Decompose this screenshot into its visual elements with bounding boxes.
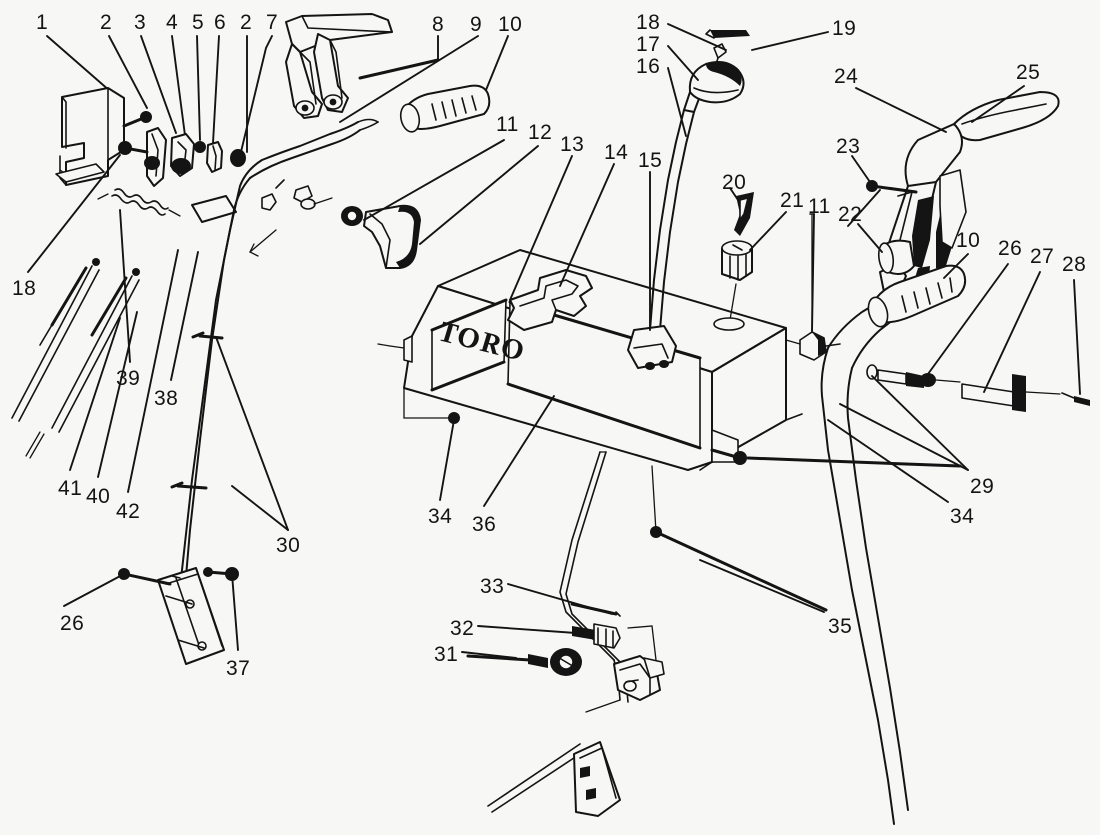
callout-41: 41 [58, 477, 83, 500]
callout-40: 40 [86, 485, 111, 508]
callout-10b: 10 [956, 229, 981, 252]
callout-42: 42 [116, 500, 141, 523]
callout-30: 30 [276, 534, 301, 557]
callout-2b: 2 [240, 11, 253, 34]
left-tube-fasteners [249, 179, 363, 257]
callout-17: 17 [636, 33, 661, 56]
part-4-latch [170, 133, 195, 177]
part-24-25-lever-assembly [879, 91, 1060, 298]
callout-12: 12 [528, 121, 553, 144]
part-21-bushing [721, 240, 753, 281]
part-22-sleeve [877, 239, 915, 275]
callout-24: 24 [834, 65, 859, 88]
callout-23: 23 [836, 135, 861, 158]
callout-7: 7 [266, 11, 279, 34]
callout-19: 19 [832, 17, 857, 40]
callout-25: 25 [1016, 61, 1041, 84]
callout-3: 3 [134, 11, 147, 34]
lower-tube-plate [573, 741, 621, 817]
callout-38: 38 [154, 387, 179, 410]
part-20-clip [734, 192, 754, 236]
callout-20: 20 [722, 171, 747, 194]
callout-11b: 11 [808, 195, 831, 218]
callout-34: 34 [428, 505, 453, 528]
callout-1: 1 [36, 11, 49, 34]
leader-lines-left-lower [27, 154, 289, 651]
callout-33: 33 [480, 575, 505, 598]
callout-36: 36 [472, 513, 497, 536]
part-10-left-grip [399, 84, 491, 133]
part-12-trigger-handle [363, 204, 421, 269]
right-fasteners [866, 364, 1090, 412]
callout-15: 15 [638, 149, 663, 172]
part-10-right-grip [867, 264, 967, 328]
callout-35: 35 [828, 615, 853, 638]
callout-18: 18 [636, 11, 661, 34]
callout-6: 6 [214, 11, 227, 34]
callout-10: 10 [498, 13, 523, 36]
callout-29: 29 [970, 475, 995, 498]
part-6-bracket [206, 141, 223, 173]
part-38-plate [191, 195, 237, 223]
callout-21: 21 [780, 189, 805, 212]
part-1-cover-plate [55, 87, 125, 186]
part-14-shift-gate [507, 269, 593, 331]
callout-27: 27 [1030, 245, 1055, 268]
lower-tube-bracket [585, 655, 665, 713]
callout-14: 14 [604, 141, 629, 164]
leader-lines-top-left [46, 35, 273, 157]
callout-5: 5 [192, 11, 205, 34]
part-9-upper-bar [285, 13, 393, 119]
callout-18b: 18 [12, 277, 37, 300]
tube-rings [170, 331, 224, 490]
callout-26b: 26 [60, 612, 85, 635]
callout-31: 31 [434, 643, 459, 666]
callout-9: 9 [470, 13, 483, 36]
callout-28: 28 [1062, 253, 1087, 276]
callout-8: 8 [432, 13, 445, 36]
callout-26: 26 [998, 237, 1023, 260]
part-31-pin [466, 648, 582, 676]
callout-2: 2 [100, 11, 113, 34]
callout-34b: 34 [950, 505, 975, 528]
callout-11: 11 [496, 113, 519, 136]
callout-16: 16 [636, 55, 661, 78]
part-spring [97, 188, 181, 217]
control-cables-left [11, 258, 140, 459]
callout-37: 37 [226, 657, 251, 680]
callout-13: 13 [560, 133, 585, 156]
callout-22: 22 [838, 203, 863, 226]
leader-lines-shift [649, 23, 829, 331]
callout-4: 4 [166, 11, 179, 34]
callout-32: 32 [450, 617, 475, 640]
callout-39: 39 [116, 367, 141, 390]
part-shift-lever [627, 29, 750, 370]
left-handle-tube [175, 118, 379, 627]
